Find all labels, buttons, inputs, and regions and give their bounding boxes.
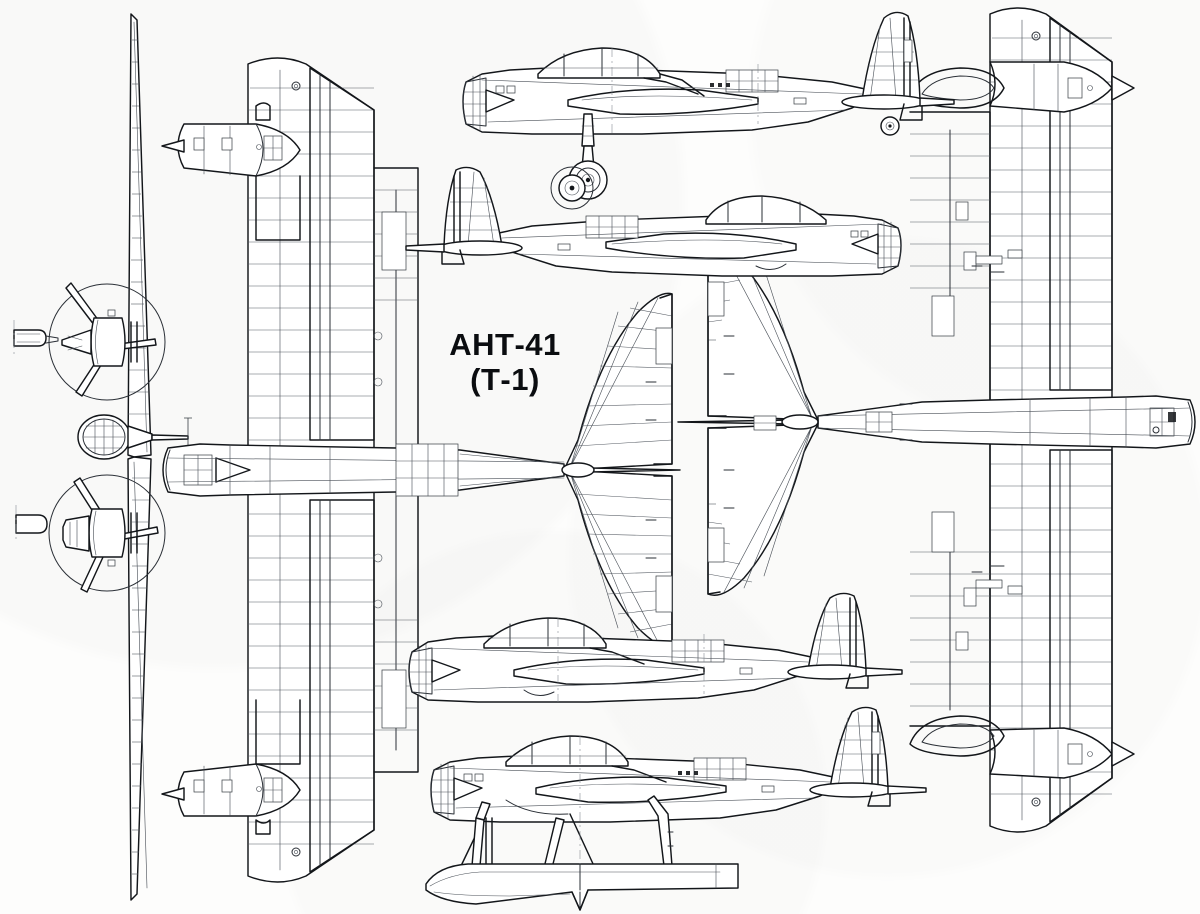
nose-glazing-side-clean	[408, 643, 433, 699]
view-front-elevation	[13, 13, 192, 901]
dorsal-turret-side	[725, 69, 779, 93]
dorsal-turret-side-clean	[671, 639, 725, 663]
view-plan-top	[161, 57, 681, 883]
engine-nacelle-lower	[161, 699, 301, 817]
dorsal-turret-floatplane	[693, 757, 747, 781]
nose-glazing-side	[462, 73, 487, 131]
pitot-lower	[15, 505, 48, 543]
main-float	[425, 863, 739, 911]
view-plan-bottom	[677, 7, 1196, 833]
view-side-mirrored	[405, 166, 902, 277]
underside-detail-lower	[971, 565, 1023, 595]
underside-detail-upper	[971, 249, 1023, 273]
aircraft-variant: (Т-1)	[470, 362, 540, 397]
view-side-floatplane	[425, 706, 927, 911]
wheel-detail	[550, 166, 594, 210]
float-struts	[459, 795, 674, 869]
nose-glazing-underside	[1149, 401, 1193, 443]
dorsal-turret-glazing	[395, 443, 459, 497]
engine-nacelle-upper	[161, 123, 301, 241]
tail-wheel[interactable]	[880, 116, 900, 136]
view-side-gear-down	[462, 11, 955, 200]
dorsal-turret-side-mirrored	[585, 215, 639, 239]
view-side-clean	[408, 592, 903, 703]
nose-glazing-side-mirrored	[877, 219, 902, 273]
engine-nacelle-lower-underside	[909, 715, 1135, 779]
nose-glazing-plan	[165, 449, 213, 491]
pitot-upper	[13, 320, 59, 356]
aircraft-designation: АНТ-41	[449, 327, 561, 362]
title-block: АНТ-41 (Т-1)	[430, 328, 580, 398]
nose-glazing	[77, 414, 131, 460]
nose-glazing-floatplane	[430, 761, 455, 819]
engine-nacelle-upper-underside	[909, 61, 1135, 113]
